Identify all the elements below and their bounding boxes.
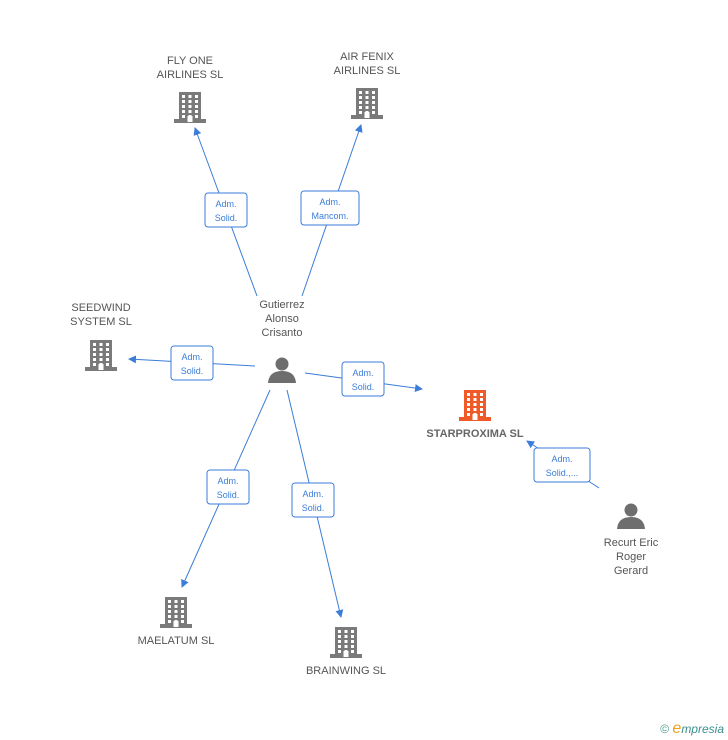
- node-label: STARPROXIMA SL: [426, 428, 523, 440]
- edge-gut-to-seed: Adm. Solid.: [128, 345, 256, 381]
- edge-gut-to-brain: Adm. Solid.: [286, 389, 344, 618]
- edge-label-box[interactable]: [204, 192, 248, 228]
- edge-label-box[interactable]: [206, 469, 250, 505]
- edge-label-text: Adm.: [352, 368, 373, 378]
- node-fly-one-airlines[interactable]: FLY ONE AIRLINES SL: [157, 55, 224, 123]
- person-icon: [617, 503, 645, 529]
- person-icon: [268, 357, 296, 383]
- edge-label-text: Adm.: [215, 199, 236, 209]
- edge-label-text: Solid.: [181, 366, 204, 376]
- edge-label-box[interactable]: [170, 345, 214, 381]
- node-label: Gerard: [614, 565, 648, 577]
- brand-logo-text: mpresia: [681, 722, 724, 736]
- edge-label-text: Adm.: [181, 352, 202, 362]
- edge-label-text: Adm.: [302, 489, 323, 499]
- edge-gut-to-fly: Adm. Solid.: [193, 127, 258, 297]
- edge-label-text: Adm.: [551, 454, 572, 464]
- edge-label-box[interactable]: [300, 190, 360, 226]
- edge-recurt-to-star: Adm. Solid.,...: [526, 440, 600, 489]
- node-label: Recurt Eric: [604, 537, 659, 549]
- edge-label-box[interactable]: [533, 447, 591, 483]
- building-icon: [459, 390, 491, 421]
- node-label: Crisanto: [262, 327, 303, 339]
- node-label: SYSTEM SL: [70, 316, 132, 328]
- building-icon: [174, 92, 206, 123]
- node-label: FLY ONE: [167, 55, 213, 67]
- edge-label-text: Solid.,...: [546, 468, 579, 478]
- copyright-symbol: ©: [660, 722, 670, 736]
- node-brainwing[interactable]: BRAINWING SL: [306, 627, 386, 677]
- edge-label-box[interactable]: [291, 482, 335, 518]
- edge-label-text: Solid.: [302, 503, 325, 513]
- brand-logo-e: e: [672, 720, 682, 737]
- building-icon: [160, 597, 192, 628]
- footer-brand: © empresia: [660, 720, 724, 738]
- edge-label-text: Solid.: [215, 213, 238, 223]
- edge-label-box[interactable]: [341, 361, 385, 397]
- building-icon: [85, 340, 117, 371]
- nodes-layer: FLY ONE AIRLINES SL AIR FENIX AIRLINES SL SE…: [70, 51, 659, 677]
- edge-gut-to-fenix: Adm. Mancom.: [300, 124, 363, 297]
- node-label: AIRLINES SL: [157, 69, 224, 81]
- edge-label-text: Mancom.: [311, 211, 348, 221]
- node-label: BRAINWING SL: [306, 665, 386, 677]
- node-maelatum[interactable]: MAELATUM SL: [138, 597, 215, 647]
- edge-gut-to-star: Adm. Solid.: [304, 361, 423, 397]
- node-label: SEEDWIND: [71, 302, 130, 314]
- node-label: AIR FENIX: [340, 51, 394, 63]
- edge-label-text: Adm.: [319, 197, 340, 207]
- building-icon: [330, 627, 362, 658]
- building-icon: [351, 88, 383, 119]
- node-label: Roger: [616, 551, 646, 563]
- edges-layer: Adm. Solid. Adm. Mancom. Adm. Solid. Adm. Solid…: [128, 124, 600, 618]
- edge-label-text: Solid.: [352, 382, 375, 392]
- edge-label-text: Adm.: [217, 476, 238, 486]
- node-air-fenix-airlines[interactable]: AIR FENIX AIRLINES SL: [334, 51, 401, 119]
- edge-label-text: Solid.: [217, 490, 240, 500]
- node-starproxima[interactable]: STARPROXIMA SL: [426, 390, 524, 440]
- edge-gut-to-mael: Adm. Solid.: [181, 389, 271, 588]
- node-label: Gutierrez: [259, 299, 304, 311]
- node-seedwind-system[interactable]: SEEDWIND SYSTEM SL: [70, 302, 132, 371]
- node-label: AIRLINES SL: [334, 65, 401, 77]
- node-label: Alonso: [265, 313, 299, 325]
- node-label: MAELATUM SL: [138, 635, 215, 647]
